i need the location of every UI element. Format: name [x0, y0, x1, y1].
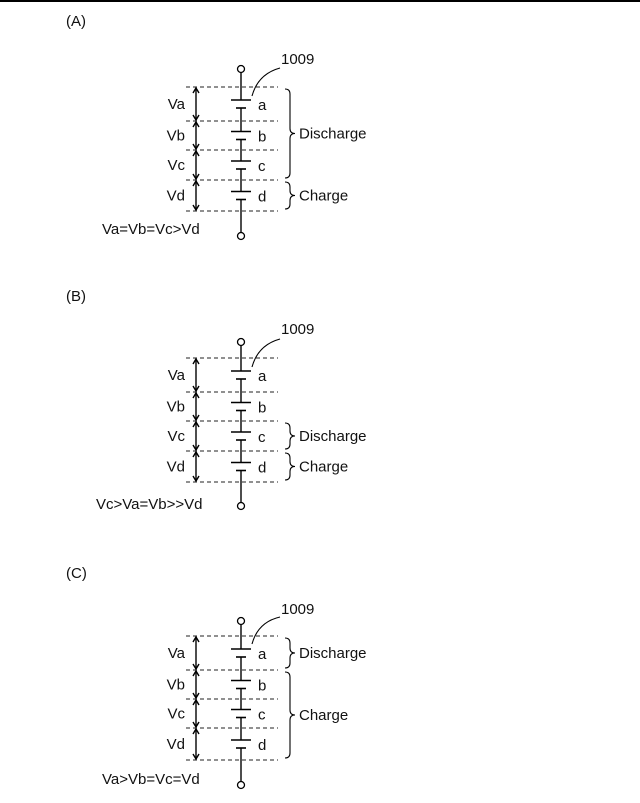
voltage-label: Vb: [167, 128, 185, 145]
cell-label: c: [258, 429, 266, 446]
voltage-relation: Va>Vb=Vc=Vd: [102, 771, 200, 788]
terminal-bottom: [238, 233, 245, 240]
panel-label: (B): [66, 288, 86, 305]
voltage-label: Vd: [167, 459, 185, 476]
terminal-bottom: [238, 503, 245, 510]
reference-number: 1009: [281, 601, 314, 618]
cell-label: a: [258, 97, 267, 114]
voltage-label: Vd: [167, 736, 185, 753]
voltage-relation: Va=Vb=Vc>Vd: [102, 221, 200, 238]
voltage-label: Vc: [167, 706, 185, 723]
group-label-discharge: Discharge: [299, 645, 367, 662]
voltage-label: Vb: [167, 677, 185, 694]
terminal-top: [238, 66, 245, 73]
group-label-charge: Charge: [299, 188, 348, 205]
cell-label: a: [258, 646, 267, 663]
group-brace: [285, 638, 295, 668]
group-brace: [285, 672, 295, 758]
terminal-top: [238, 618, 245, 625]
cell-label: b: [258, 400, 266, 417]
panel-a: (A) abcd VaVbVcVd 1009DischargeChargeVa=Vb=…: [66, 13, 367, 240]
group-brace: [285, 182, 295, 209]
group-label-discharge: Discharge: [299, 126, 367, 143]
reference-number: 1009: [281, 51, 314, 68]
cell-label: d: [258, 737, 266, 754]
cell-label: a: [258, 368, 267, 385]
cell-label: b: [258, 678, 266, 695]
panel-b: (B) abcd VaVbVcVd 1009DischargeChargeVc>Va=…: [66, 288, 367, 513]
reference-leader: [252, 617, 280, 644]
reference-number: 1009: [281, 321, 314, 338]
reference-leader: [252, 68, 280, 96]
panel-c: (C) abcd VaVbVcVd 1009DischargeChargeVa>Vb=…: [66, 565, 367, 789]
voltage-label: Va: [168, 96, 186, 113]
terminal-bottom: [238, 782, 245, 789]
voltage-relation: Vc>Va=Vb>>Vd: [96, 496, 202, 513]
group-brace: [285, 423, 295, 449]
cell-label: b: [258, 129, 266, 146]
voltage-label: Vd: [167, 188, 185, 205]
cell-label: c: [258, 158, 266, 175]
voltage-label: Vb: [167, 399, 185, 416]
panel-label: (A): [66, 13, 86, 30]
group-label-charge: Charge: [299, 459, 348, 476]
terminal-top: [238, 339, 245, 346]
cell-label: c: [258, 707, 266, 724]
group-brace: [285, 89, 295, 178]
group-label-discharge: Discharge: [299, 428, 367, 445]
group-label-charge: Charge: [299, 707, 348, 724]
voltage-label: Vc: [167, 428, 185, 445]
panel-label: (C): [66, 565, 87, 582]
voltage-label: Va: [168, 367, 186, 384]
reference-leader: [252, 339, 280, 367]
cell-label: d: [258, 460, 266, 477]
cell-label: d: [258, 189, 266, 206]
voltage-label: Vc: [167, 157, 185, 174]
group-brace: [285, 453, 295, 480]
voltage-label: Va: [168, 645, 186, 662]
